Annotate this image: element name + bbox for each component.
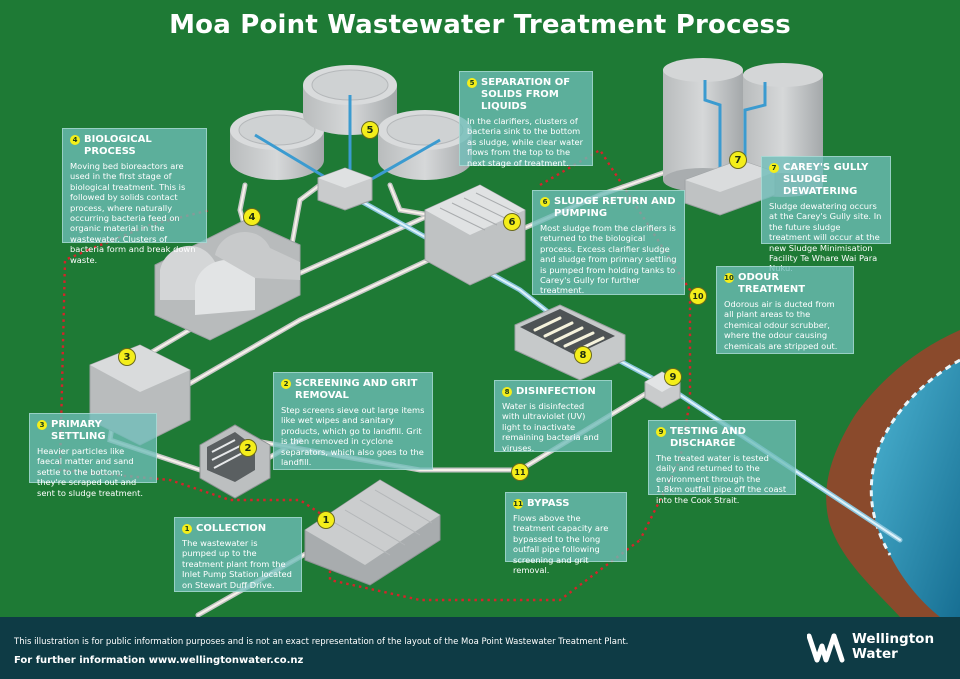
step-title: ODOUR TREATMENT xyxy=(738,272,806,295)
wellington-water-logo-icon xyxy=(807,633,845,663)
step-marker-6: 6 xyxy=(503,213,521,231)
step-number: 7 xyxy=(769,163,779,173)
page-title: Moa Point Wastewater Treatment Process xyxy=(169,10,791,40)
step-card-9: 9 TESTING AND DISCHARGE The treated water… xyxy=(648,420,796,505)
step-number: 8 xyxy=(502,387,512,397)
step-description: Most sludge from the clarifiers is retur… xyxy=(540,223,677,296)
step-marker-9: 9 xyxy=(664,368,682,386)
logo-text: Wellington Water xyxy=(852,632,934,662)
step-number: 9 xyxy=(656,427,666,437)
step-card-3: 3 PRIMARY SETTLING Heavier particles like… xyxy=(29,413,157,498)
step-card-5: 5 SEPARATION OF SOLIDS FROM LIQUIDS In th… xyxy=(459,71,593,168)
step-number: 3 xyxy=(37,420,47,430)
step-card-4: 4 BIOLOGICAL PROCESS Moving bed bioreacto… xyxy=(62,128,207,265)
step-title: BYPASS xyxy=(527,498,570,509)
step-title: TESTING AND DISCHARGE xyxy=(670,426,746,449)
step-marker-1: 1 xyxy=(317,511,335,529)
step-title: PRIMARY SETTLING xyxy=(51,419,106,442)
sea xyxy=(871,360,960,617)
step-number: 1 xyxy=(182,524,192,534)
step-title: SEPARATION OF SOLIDS FROM LIQUIDS xyxy=(481,77,571,112)
step-marker-8: 8 xyxy=(574,346,592,364)
step-marker-5: 5 xyxy=(361,121,379,139)
step-marker-11: 11 xyxy=(511,463,529,481)
step-title: BIOLOGICAL PROCESS xyxy=(84,134,152,157)
bioreactor xyxy=(154,219,301,341)
step-description: Odorous air is ducted from all plant are… xyxy=(724,299,838,351)
step-marker-4: 4 xyxy=(243,208,261,226)
step-number: 6 xyxy=(540,197,550,207)
step-title: DISINFECTION xyxy=(516,386,596,397)
clarifiers xyxy=(230,65,472,211)
footer xyxy=(0,617,960,679)
step-number: 5 xyxy=(467,78,477,88)
step-description: The treated water is tested daily and re… xyxy=(656,453,787,505)
logo-line-1: Wellington xyxy=(852,631,935,647)
step-number: 2 xyxy=(281,379,291,389)
step-marker-2: 2 xyxy=(239,439,257,457)
step-card-11: 11 BYPASS Flows above the treatment capac… xyxy=(505,492,627,575)
step-number: 10 xyxy=(724,273,734,283)
step-card-8: 8 DISINFECTION Water is disinfected with … xyxy=(494,380,612,453)
step-description: The wastewater is pumped up to the treat… xyxy=(182,538,292,590)
footer-disclaimer: This illustration is for public informat… xyxy=(14,637,629,647)
step-number: 11 xyxy=(513,499,523,509)
step-description: Step screens sieve out large items like … xyxy=(281,405,425,468)
step-marker-3: 3 xyxy=(118,348,136,366)
step-description: Water is disinfected with ultraviolet (U… xyxy=(502,401,599,453)
step-card-6: 6 SLUDGE RETURN AND PUMPING Most sludge f… xyxy=(532,190,685,295)
step-title: COLLECTION xyxy=(196,523,267,534)
step-marker-10: 10 xyxy=(689,287,707,305)
step-description: Moving bed bioreactors are used in the f… xyxy=(70,161,196,265)
uv-disinfection-unit xyxy=(514,304,626,381)
footer-info-link[interactable]: For further information www.wellingtonwa… xyxy=(14,655,304,666)
step-card-10: 10 ODOUR TREATMENT Odorous air is ducted … xyxy=(716,266,854,354)
logo-line-2: Water xyxy=(852,646,898,662)
step-card-1: 1 COLLECTION The wastewater is pumped up … xyxy=(174,517,302,592)
step-description: In the clarifiers, clusters of bacteria … xyxy=(467,116,583,168)
step-card-2: 2 SCREENING AND GRIT REMOVAL Step screens… xyxy=(273,372,433,470)
step-number: 4 xyxy=(70,135,80,145)
step-marker-7: 7 xyxy=(729,151,747,169)
step-title: SCREENING AND GRIT REMOVAL xyxy=(295,378,418,401)
inlet-pump-station xyxy=(304,479,441,586)
sludge-pump-building xyxy=(424,184,526,286)
step-description: Flows above the treatment capacity are b… xyxy=(513,513,609,576)
step-title: SLUDGE RETURN AND PUMPING xyxy=(554,196,676,219)
step-description: Sludge dewatering occurs at the Carey's … xyxy=(769,201,882,273)
screening-unit xyxy=(199,424,271,499)
step-card-7: 7 CAREY'S GULLY SLUDGE DEWATERING Sludge … xyxy=(761,156,891,273)
step-description: Heavier particles like faecal matter and… xyxy=(37,446,143,498)
step-title: CAREY'S GULLY SLUDGE DEWATERING xyxy=(783,162,869,197)
